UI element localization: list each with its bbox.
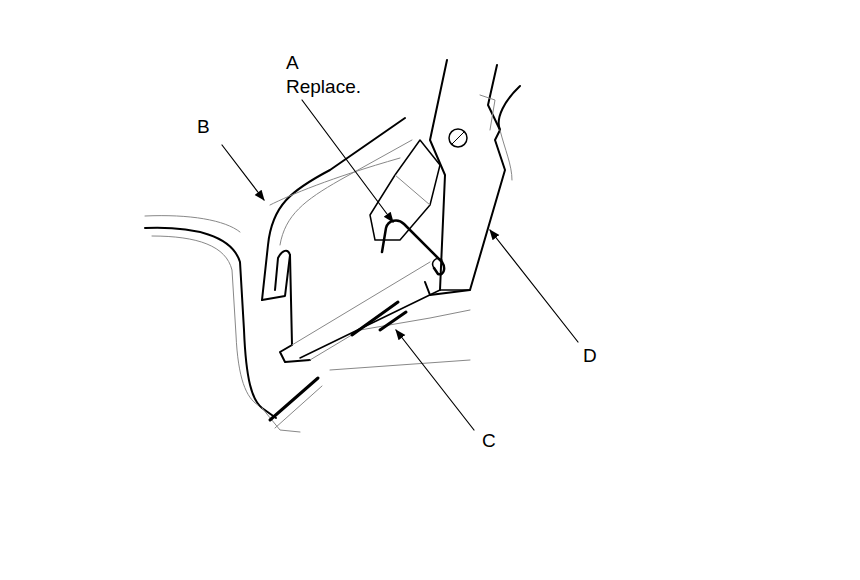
note-text: Replace.: [286, 76, 361, 98]
callout-letter: D: [583, 345, 597, 367]
callout-letter: B: [197, 116, 210, 138]
callout-letter: A: [286, 52, 299, 74]
callout-letter: C: [482, 430, 496, 452]
